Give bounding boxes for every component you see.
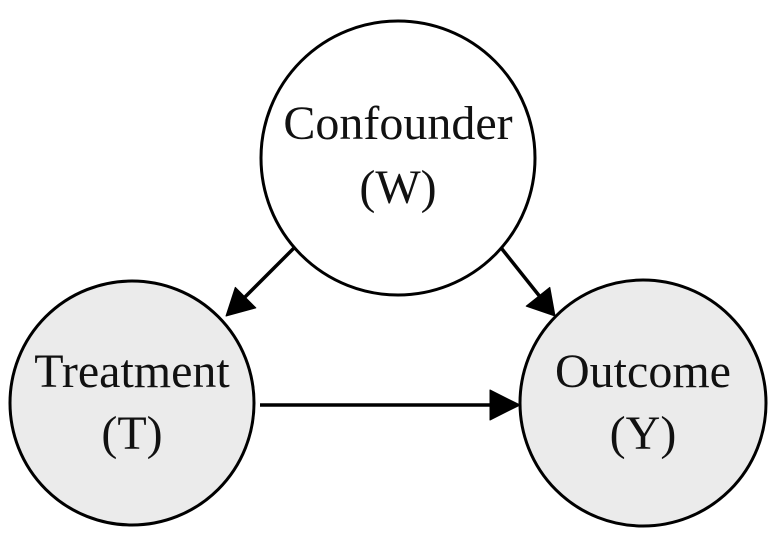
treatment-circle <box>8 279 256 527</box>
edges <box>225 242 556 421</box>
edge-line <box>496 242 543 300</box>
outcome-symbol: (Y) <box>610 407 677 460</box>
treatment-symbol: (T) <box>101 407 162 460</box>
node-confounder: Confounder (W) <box>259 19 537 297</box>
edge-confounder-to-treatment <box>225 242 300 317</box>
edge-confounder-to-outcome <box>496 242 556 317</box>
arrowhead-icon <box>489 389 521 421</box>
treatment-label: Treatment <box>34 345 230 398</box>
confounder-label: Confounder <box>283 97 512 150</box>
arrowhead-icon <box>225 286 257 317</box>
arrowhead-icon <box>525 286 556 317</box>
node-treatment: Treatment (T) <box>8 279 256 527</box>
outcome-circle <box>518 278 768 528</box>
outcome-label: Outcome <box>555 345 731 398</box>
confounder-circle <box>259 19 537 297</box>
node-outcome: Outcome (Y) <box>518 278 768 528</box>
confounder-symbol: (W) <box>359 161 436 214</box>
edge-line <box>236 242 300 306</box>
edge-treatment-to-outcome <box>260 389 521 421</box>
